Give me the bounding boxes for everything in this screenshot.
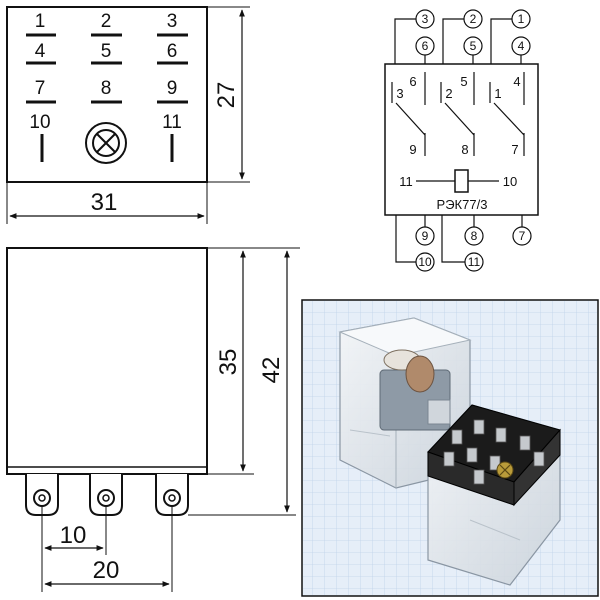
- terminal-circle-2: 2: [463, 9, 483, 29]
- dimension-pitch-20-label: 20: [93, 557, 120, 584]
- pin-label-8: 8: [101, 78, 112, 99]
- pin-label-1: 1: [35, 11, 46, 32]
- svg-text:6: 6: [422, 39, 429, 53]
- pin-label-6: 6: [167, 41, 178, 62]
- dimension-body-height-label: 35: [215, 349, 242, 376]
- pin-label-3: 3: [167, 11, 178, 32]
- dimension-height-label: 27: [213, 82, 240, 109]
- relay-front-unit: [427, 404, 561, 586]
- svg-text:11: 11: [399, 174, 413, 189]
- svg-text:9: 9: [422, 229, 429, 243]
- dimension-pitch-20: 20: [44, 506, 173, 592]
- terminal-circle-4: 4: [511, 36, 531, 56]
- svg-text:3: 3: [396, 86, 403, 101]
- dimension-height: 27: [207, 6, 250, 183]
- svg-text:2: 2: [470, 12, 477, 26]
- wiring-schematic: 3 2 1 6 5 4 6: [384, 9, 539, 272]
- svg-text:4: 4: [513, 74, 520, 89]
- dimension-pitch-10: 10: [41, 506, 107, 592]
- terminal-circle-11: 11: [464, 252, 484, 272]
- dimension-body-height: 35: [207, 247, 300, 475]
- svg-text:4: 4: [518, 39, 525, 53]
- pin-label-11: 11: [162, 112, 182, 133]
- dimension-width: 31: [6, 182, 208, 224]
- pin-label-10: 10: [29, 112, 50, 133]
- pin-label-4: 4: [35, 41, 46, 62]
- contact-group-1-4-7: 4 1 7: [489, 72, 525, 157]
- terminal-circle-6: 6: [415, 36, 435, 56]
- svg-text:1: 1: [494, 86, 501, 101]
- pin-label-2: 2: [101, 11, 112, 32]
- svg-text:5: 5: [460, 74, 467, 89]
- pin-label-7: 7: [35, 78, 46, 99]
- svg-text:11: 11: [468, 255, 481, 269]
- terminal-circle-1: 1: [511, 9, 531, 29]
- svg-text:8: 8: [461, 142, 468, 157]
- dimension-pitch-10-label: 10: [60, 522, 87, 549]
- dimension-total-height-label: 42: [258, 357, 285, 384]
- svg-text:6: 6: [409, 74, 416, 89]
- pin-label-5: 5: [101, 41, 112, 62]
- screw-icon: [85, 122, 127, 164]
- dimension-width-label: 31: [91, 189, 118, 216]
- svg-text:5: 5: [470, 39, 477, 53]
- relay-coil: 11 10: [399, 169, 517, 193]
- pin-label-9: 9: [167, 78, 178, 99]
- top-view: 1 4 2 5 3 6 7 8 9 10 11: [6, 6, 250, 224]
- contact-group-3-6-9: 6 3 9: [391, 72, 426, 157]
- side-view-body: [6, 247, 208, 475]
- terminal-circle-8: 8: [464, 226, 484, 246]
- svg-text:2: 2: [445, 86, 452, 101]
- svg-text:3: 3: [422, 12, 429, 26]
- contact-group-2-5-8: 5 2 8: [440, 72, 475, 157]
- terminal-circle-9: 9: [415, 226, 435, 246]
- svg-text:7: 7: [519, 229, 526, 243]
- terminal-circle-10: 10: [415, 252, 435, 272]
- terminal-lug-right: [155, 474, 189, 516]
- terminal-circle-5: 5: [463, 36, 483, 56]
- svg-text:9: 9: [409, 142, 416, 157]
- terminal-circle-3: 3: [415, 9, 435, 29]
- dimension-total-height: 42: [188, 250, 296, 516]
- terminal-circle-7: 7: [512, 226, 532, 246]
- side-view: 35 42 10 20: [6, 247, 300, 592]
- svg-text:10: 10: [418, 255, 432, 269]
- svg-text:7: 7: [511, 142, 518, 157]
- svg-text:8: 8: [471, 229, 478, 243]
- relay-model-label: РЭК77/3: [437, 197, 488, 212]
- svg-text:10: 10: [503, 174, 517, 189]
- relay-photo: [301, 299, 599, 597]
- svg-text:1: 1: [518, 12, 525, 26]
